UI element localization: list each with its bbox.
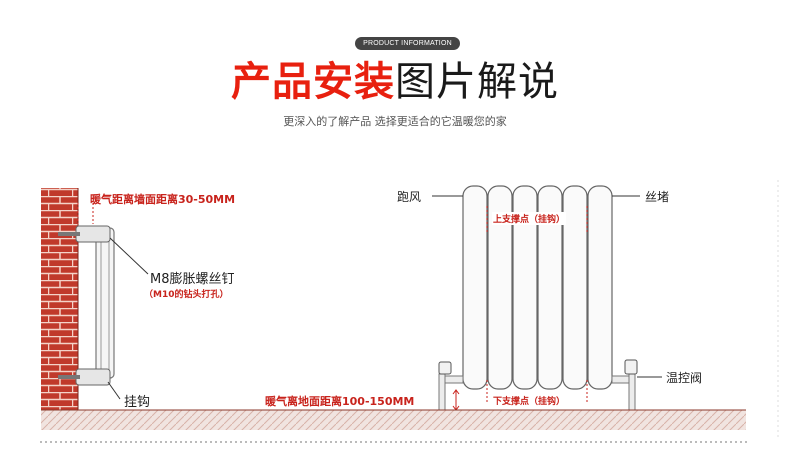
inlet-connector xyxy=(444,375,464,384)
radiator-front xyxy=(462,185,613,390)
lower-bolt xyxy=(58,375,80,379)
plug-label: 丝堵 xyxy=(645,190,670,204)
bolt-label: M8膨胀螺丝钉 xyxy=(150,272,235,287)
vent-label: 跑风 xyxy=(397,190,422,204)
lower-bracket xyxy=(75,368,111,386)
wall-distance-label: 暖气距离墙面距离30-50MM xyxy=(90,193,236,206)
outlet-connector xyxy=(611,375,630,384)
thermostatic-valve xyxy=(624,359,638,375)
title-red-part: 产品安装 xyxy=(231,59,395,105)
hook-leader-line xyxy=(107,381,121,400)
inlet-valve xyxy=(438,361,452,375)
floor-distance-label: 暖气离地面距离100-150MM xyxy=(265,395,415,408)
inlet-pipe xyxy=(438,373,446,411)
page-subtitle: 更深入的了解产品 选择更适合的它温暖您的家 xyxy=(283,115,507,128)
radiator-side xyxy=(95,227,115,379)
floor xyxy=(81,410,746,430)
valve-label: 温控阀 xyxy=(666,371,703,385)
lower-support-label: 下支撑点（挂钩） xyxy=(492,394,567,407)
upper-bolt xyxy=(58,232,80,236)
brick-wall xyxy=(41,188,78,410)
bolt-leader-line xyxy=(109,237,149,275)
page-title: 产品安装图片解说 xyxy=(0,58,790,106)
outlet-pipe xyxy=(628,373,636,411)
title-dark-part: 图片解说 xyxy=(395,59,559,105)
upper-bracket xyxy=(75,225,111,243)
bolt-note: （M10的钻头打孔） xyxy=(144,290,229,300)
hook-label: 挂钩 xyxy=(124,395,151,410)
left-floor xyxy=(41,410,81,430)
upper-support-label: 上支撑点（挂钩） xyxy=(492,212,567,225)
product-information-badge: PRODUCT INFORMATION xyxy=(355,37,460,50)
floor-distance-arrow xyxy=(452,389,460,395)
